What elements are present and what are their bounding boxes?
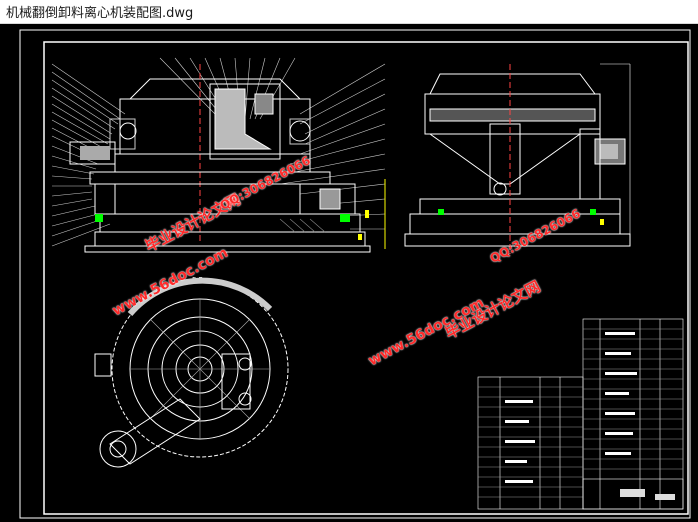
parts-list-table [477,318,684,510]
front-section-view [51,57,386,253]
side-view [404,63,631,254]
plan-view: F-F [94,276,289,468]
inner-frame [43,41,689,515]
cad-drawing: F-F [19,29,691,519]
outer-frame [19,29,691,519]
window-title: 机械翻倒卸料离心机装配图.dwg [6,6,194,21]
cad-drawing-canvas[interactable]: F-F [0,24,698,522]
window-titlebar: 机械翻倒卸料离心机装配图.dwg [0,0,698,24]
